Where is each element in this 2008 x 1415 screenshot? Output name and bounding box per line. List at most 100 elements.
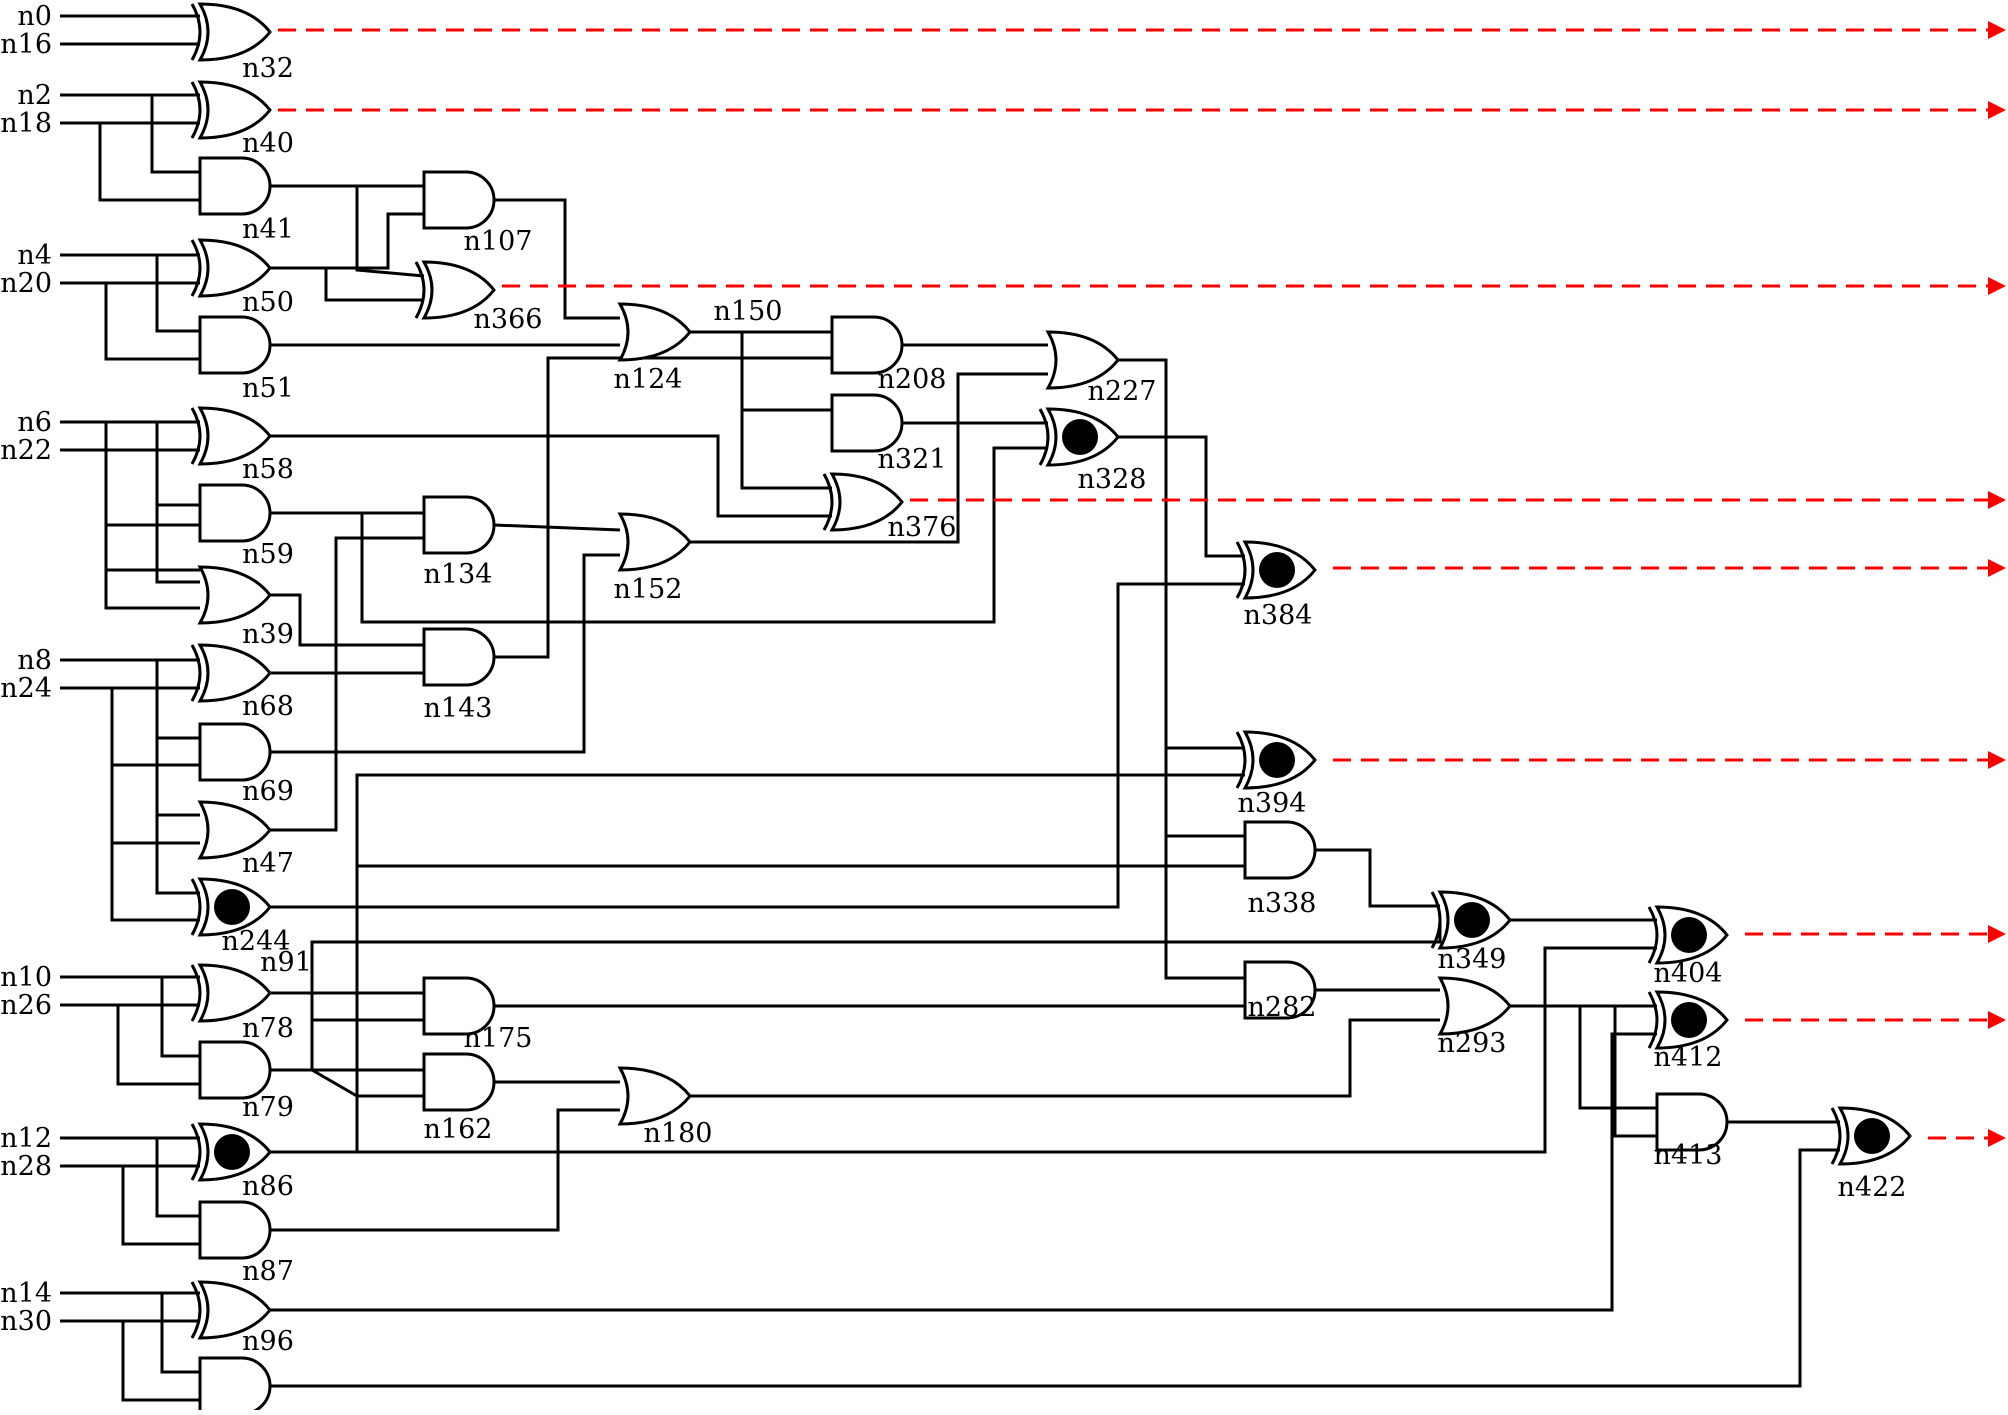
gate-n413	[1655, 1092, 1729, 1152]
gate-label: n124	[614, 364, 683, 395]
wire	[1578, 1006, 1657, 1110]
gate-label: n59	[242, 539, 294, 570]
inversion-dot	[1259, 742, 1295, 778]
gate-label: n58	[242, 454, 294, 485]
or-gate-body	[1045, 330, 1120, 390]
gate-n366	[414, 260, 496, 320]
wire	[104, 283, 200, 361]
wire	[355, 773, 1245, 993]
gate-n162	[422, 1052, 496, 1112]
inversion-dot	[1671, 917, 1707, 953]
input-label: n0	[17, 1, 52, 32]
gate-label: n47	[242, 848, 294, 879]
gate-label: n50	[242, 287, 294, 318]
wire	[270, 582, 1245, 909]
gate-label: n282	[1248, 992, 1317, 1023]
input-label: n12	[0, 1123, 52, 1154]
gate-label: n152	[614, 574, 683, 605]
and-gate-body	[1243, 820, 1317, 880]
wire	[494, 356, 832, 659]
wire	[160, 1293, 200, 1374]
gate-n227	[1045, 330, 1120, 390]
xor-gate-body	[197, 238, 272, 298]
gate-label: n394	[1238, 788, 1307, 819]
gate-label: n413	[1654, 1140, 1723, 1171]
xor-input-arc	[1430, 891, 1442, 949]
or-gate-body	[617, 512, 692, 572]
gate-label: n96	[242, 1326, 294, 1357]
xor-input-arc	[1235, 731, 1247, 789]
wire	[1118, 358, 1245, 980]
wire	[155, 450, 200, 584]
and-gate-body	[422, 1052, 496, 1112]
gate-label: n107	[464, 226, 533, 257]
input-label: n30	[0, 1306, 52, 1337]
wire	[740, 410, 832, 490]
and-gate-body	[198, 156, 272, 216]
gate-n78	[190, 963, 272, 1023]
gate-label: n162	[424, 1114, 493, 1145]
wire	[270, 184, 425, 278]
gate-n143	[422, 627, 496, 687]
wire	[360, 446, 1048, 624]
wire	[270, 434, 832, 518]
input-label: n8	[17, 645, 52, 676]
input-label: n28	[0, 1151, 52, 1182]
xor-gate-body	[197, 2, 272, 62]
xor-gate-body	[197, 1280, 272, 1340]
gate-label: n321	[878, 444, 947, 475]
output-arrow-head	[1988, 101, 2006, 119]
gate-label: n69	[242, 776, 294, 807]
and-gate-body	[422, 627, 496, 687]
gate-label: n349	[1438, 944, 1507, 975]
input-label: n20	[0, 268, 52, 299]
wire	[121, 1321, 200, 1402]
gate-n50	[190, 238, 272, 298]
inversion-dot	[1062, 419, 1098, 455]
wire	[493, 523, 621, 532]
xor-gate-body	[829, 472, 904, 532]
output-arrow-head	[1988, 559, 2006, 577]
gate-label: n51	[242, 373, 294, 404]
xor-input-arc	[1830, 1107, 1842, 1165]
gate-n321	[830, 393, 904, 453]
xor-input-arc	[190, 878, 202, 936]
gate-label: n338	[1248, 888, 1317, 919]
and-gate-body	[198, 483, 272, 543]
input-label: n18	[0, 108, 52, 139]
gate-n68	[190, 643, 272, 703]
output-arrow-head	[1988, 491, 2006, 509]
xor-input-arc	[190, 81, 202, 139]
gate-n244	[190, 877, 272, 937]
xor-input-arc	[190, 239, 202, 297]
and-gate-body	[830, 393, 904, 453]
wire	[494, 198, 620, 320]
gate-n180	[617, 1066, 692, 1126]
wire	[110, 843, 200, 922]
gate-n69	[198, 722, 272, 782]
wire	[270, 1108, 620, 1232]
labels: n0n16n2n18n4n20n6n22n8n24n10n26n12n28n14…	[0, 1, 1906, 1357]
xor-gate-body	[197, 80, 272, 140]
xor-gate-body	[197, 643, 272, 703]
gate-n293	[1437, 976, 1512, 1036]
output-arrow-head	[1988, 21, 2006, 39]
gate-n58	[190, 406, 272, 466]
and-gate-body	[198, 1200, 272, 1260]
gate-label: n32	[242, 53, 294, 84]
gate-label: n293	[1438, 1028, 1507, 1059]
inversion-dot	[214, 1134, 250, 1170]
gate-label: n208	[878, 364, 947, 395]
wire	[1613, 1006, 1657, 1138]
wire	[270, 553, 620, 754]
or-gate-body	[1437, 976, 1512, 1036]
gate-label: n422	[1838, 1172, 1907, 1203]
and-gate-body	[1655, 1092, 1729, 1152]
gate-n124	[617, 302, 692, 362]
wire	[310, 1018, 424, 1070]
gate-n394	[1235, 730, 1317, 790]
gate-n208	[830, 315, 904, 375]
xor-input-arc	[190, 1123, 202, 1181]
wire	[155, 1138, 200, 1218]
gate-n59	[198, 483, 272, 543]
